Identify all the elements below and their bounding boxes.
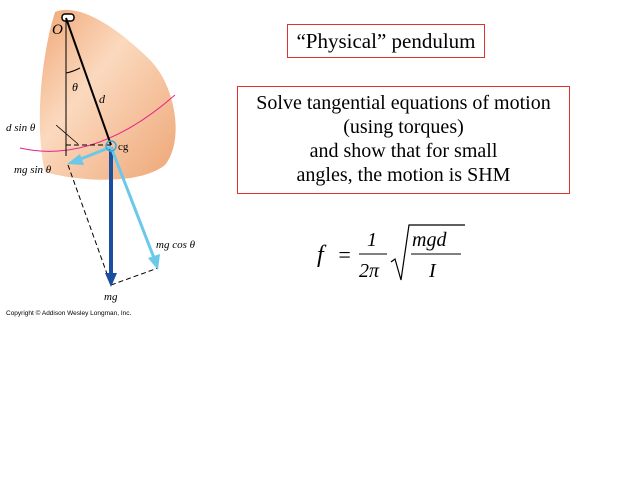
- task-line: Solve tangential equations of motion: [256, 92, 551, 114]
- copyright-text: Copyright © Addison Wesley Longman, Inc.: [6, 309, 132, 317]
- formula-lhs: f: [317, 242, 327, 268]
- label-mgcos: mg cos θ: [156, 239, 196, 251]
- label-dsin: d sin θ: [6, 122, 36, 134]
- task-line: and show that for small: [309, 140, 498, 162]
- slide-title: “Physical” pendulum: [287, 24, 485, 58]
- mgcos-arrow: [109, 146, 156, 259]
- task-line: angles, the motion is SHM: [296, 164, 511, 186]
- cg-marker: [105, 140, 117, 152]
- mgsin-arrow: [77, 145, 112, 162]
- label-pivot: O: [52, 22, 63, 38]
- label-distance: d: [99, 92, 106, 106]
- task-box: Solve tangential equations of motion (us…: [237, 86, 570, 194]
- label-angle: θ: [72, 80, 78, 94]
- label-mgsin: mg sin θ: [14, 164, 52, 176]
- pivot-icon: [61, 13, 75, 22]
- radicand-denominator: I: [428, 260, 437, 282]
- pendulum-diagram: O θ d d sin θ cg mg sin θ mg cos θ mg Co…: [6, 9, 196, 317]
- frequency-formula: f = 1 2π mgd I: [317, 224, 465, 282]
- rigid-body: [39, 9, 176, 180]
- label-mg: mg: [104, 291, 118, 303]
- formula-numerator: 1: [367, 229, 377, 251]
- task-line: (using torques): [343, 116, 464, 138]
- formula-equals: =: [337, 242, 352, 267]
- radicand-numerator: mgd: [412, 229, 447, 251]
- distance-line: [65, 17, 112, 146]
- formula-denominator: 2π: [359, 260, 380, 282]
- label-cg: cg: [118, 141, 129, 153]
- arc-path: [19, 94, 176, 152]
